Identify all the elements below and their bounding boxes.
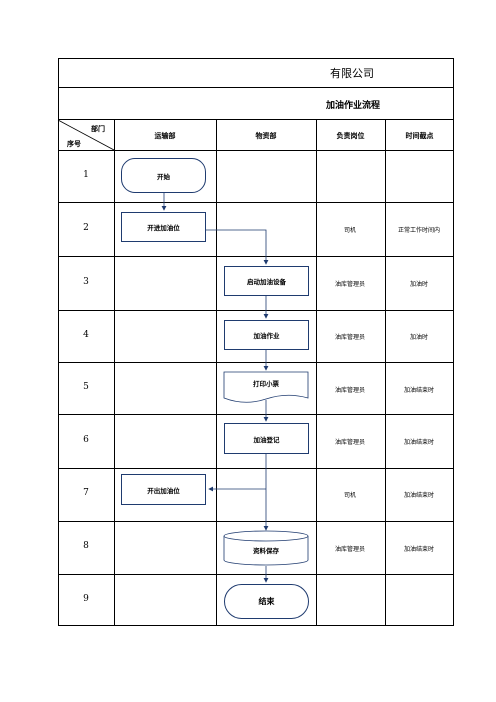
row-number: 9 (83, 594, 89, 604)
time-header: 时间截点 (405, 132, 434, 140)
row-number: 7 (83, 488, 89, 498)
time-cell: 加油结束时 (403, 439, 434, 446)
role-cell: 油库管理员 (334, 439, 365, 446)
time-cell: 正常工作时间内 (397, 227, 440, 234)
row-number: 6 (83, 435, 89, 445)
title-row: 加油作业流程 (58, 88, 454, 120)
row-line (58, 256, 454, 257)
company-row: 有限公司 (58, 58, 454, 88)
start-terminal: 开始 (121, 158, 206, 193)
role-cell: 油库管理员 (334, 281, 365, 288)
company-name: 有限公司 (330, 67, 374, 80)
drive-in-step: 开进加油位 (121, 212, 206, 242)
row-number: 3 (83, 277, 89, 287)
register-step: 加油登记 (224, 423, 309, 454)
dept-transport-header: 运输部 (154, 132, 176, 140)
row-line (58, 414, 454, 415)
header-bottom-line (58, 150, 454, 151)
role-cell: 司机 (343, 492, 356, 499)
flowchart-table (58, 58, 454, 626)
seq-corner-label: 序号 (67, 140, 81, 148)
row-number: 8 (83, 541, 89, 551)
time-cell: 加油结束时 (403, 387, 434, 394)
process-title: 加油作业流程 (326, 101, 381, 111)
row-line (58, 202, 454, 203)
time-cell: 加油时 (409, 334, 428, 341)
connector-drive-in-to-device (206, 229, 269, 265)
time-cell: 加油结束时 (403, 492, 434, 499)
dept-corner-label: 部门 (91, 125, 105, 133)
time-cell: 加油时 (409, 281, 428, 288)
column-line (114, 120, 115, 626)
row-number: 2 (83, 223, 89, 233)
archive-step: 资料保存 (253, 547, 279, 555)
dept-materials-header: 物资部 (255, 132, 277, 140)
row-line (58, 468, 454, 469)
start-device-step: 启动加油设备 (224, 266, 309, 296)
row-line (58, 310, 454, 311)
refuel-step: 加油作业 (224, 320, 309, 350)
column-line (316, 120, 317, 626)
role-cell: 油库管理员 (334, 334, 365, 341)
role-cell: 司机 (343, 227, 356, 234)
drive-out-step: 开出加油位 (121, 474, 206, 505)
column-line (385, 120, 386, 626)
role-header: 负责岗位 (336, 132, 365, 140)
role-cell: 油库管理员 (334, 387, 365, 394)
print-receipt-step: 打印小票 (253, 380, 279, 388)
row-number: 5 (83, 382, 89, 392)
row-line (58, 521, 454, 522)
column-line (216, 120, 217, 626)
row-number: 1 (83, 170, 89, 180)
end-terminal: 结束 (224, 584, 309, 619)
time-cell: 加油结束时 (403, 546, 434, 553)
row-line (58, 362, 454, 363)
role-cell: 油库管理员 (334, 546, 365, 553)
row-number: 4 (83, 330, 89, 340)
row-line (58, 574, 454, 575)
